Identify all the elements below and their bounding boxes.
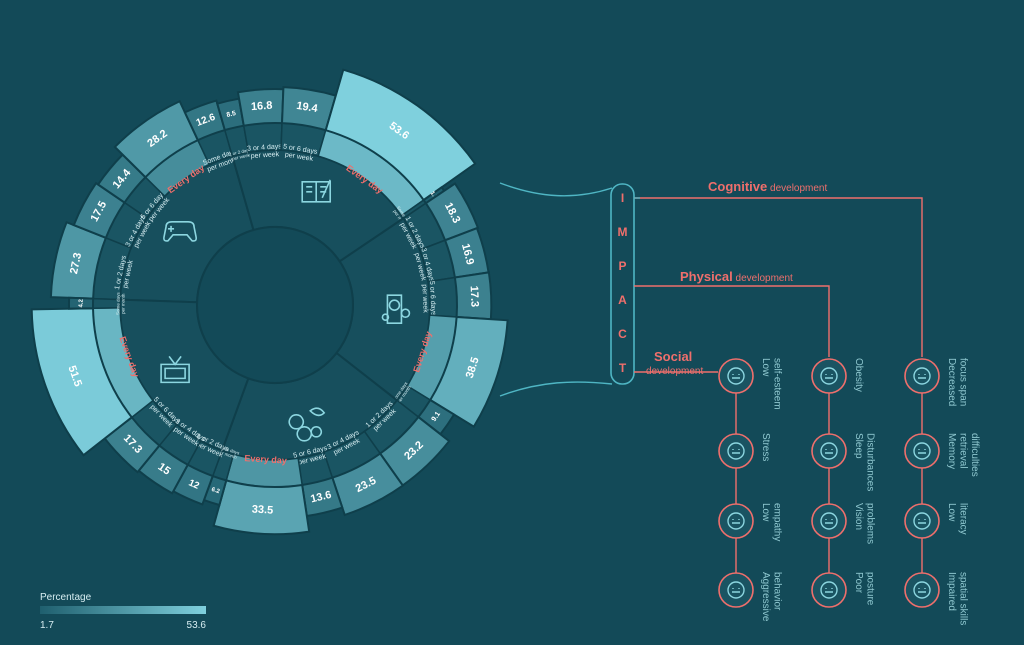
cognitive-label-2: Lowliteracy xyxy=(946,503,969,535)
legend-gradient-bar xyxy=(40,606,206,614)
branch-lines xyxy=(634,197,923,373)
memory-head-icon xyxy=(913,442,931,460)
physical-label-1: SleepDisturbances xyxy=(853,433,876,491)
center-hole xyxy=(196,226,354,384)
reading-person-icon xyxy=(913,512,931,530)
physical-node-2 xyxy=(811,503,847,539)
value-label-television-0: 12 xyxy=(187,477,201,491)
value-label-television-1: 15 xyxy=(156,461,173,478)
impact-letter-2: P xyxy=(618,259,626,273)
cognitive-branch-label: Cognitive development xyxy=(708,179,827,194)
value-label-sports-2: 13.6 xyxy=(309,489,332,506)
upper-connector xyxy=(499,182,613,197)
cognitive-label-3: Impairedspatial skills xyxy=(946,572,969,625)
segment-label-social-media-2: 5 or 6 daysper week xyxy=(420,281,436,317)
physical-label-2: Visionproblems xyxy=(853,503,876,544)
cognitive-node-1 xyxy=(904,433,940,469)
physical-branch-line xyxy=(634,285,830,357)
value-arc-reading-3 xyxy=(324,68,477,202)
value-label-social-media-2: 17.3 xyxy=(468,285,481,307)
physical-label-3: Poorposture xyxy=(853,572,876,606)
social-label-1: Stress xyxy=(760,433,771,461)
spatial-map-icon xyxy=(913,581,931,599)
crossed-eye-icon xyxy=(820,512,838,530)
segment-label-reading-1: 3 or 4 daysper week xyxy=(247,143,283,160)
social-node-0 xyxy=(718,358,754,394)
physical-branch-label: Physical development xyxy=(680,269,793,284)
tv-icon xyxy=(160,355,190,384)
lower-connector xyxy=(499,381,613,397)
social-node-1 xyxy=(718,433,754,469)
legend-min-label: 1.7 xyxy=(40,620,54,631)
neutral-face-icon xyxy=(727,512,745,530)
posture-icon xyxy=(820,581,838,599)
cognitive-branch-bold: Cognitive xyxy=(708,179,767,194)
percentage-legend: Percentage 1.7 53.6 xyxy=(40,592,206,631)
value-label-reading-0: 8.5 xyxy=(226,110,237,119)
angry-face-icon xyxy=(727,581,745,599)
gamepad-icon xyxy=(163,221,198,242)
cognitive-node-2 xyxy=(904,503,940,539)
segment-label-sports-4: Some daysper month xyxy=(216,444,241,461)
social-node-2 xyxy=(718,503,754,539)
social-label-0: Lowself-esteem xyxy=(760,358,783,410)
cognitive-branch-rest: development xyxy=(767,183,827,194)
value-label-reading-2: 19.4 xyxy=(295,100,319,115)
legend-max-label: 53.6 xyxy=(187,620,207,631)
value-arc-television-3 xyxy=(30,307,134,457)
value-label-sports-3: 33.5 xyxy=(251,503,273,516)
value-label-social-media-1: 16.9 xyxy=(459,242,476,266)
cognitive-label-1: Memoryretrievaldifficulties xyxy=(946,433,980,477)
impact-letter-1: M xyxy=(618,225,628,239)
value-label-television-4: 4.2 xyxy=(79,298,85,307)
impact-columns: Lowself-esteemStressLowempathyAggressive… xyxy=(718,358,980,625)
sports-balls-icon xyxy=(288,407,326,442)
impact-connectors xyxy=(499,182,613,397)
segment-label-reading-0: 1 or 2 daysper week xyxy=(228,147,253,162)
physical-label-0: Obesity xyxy=(853,358,864,392)
book-icon xyxy=(301,179,332,203)
social-label-3: Aggressivebehavior xyxy=(760,572,783,622)
stressed-brain-icon xyxy=(727,442,745,460)
impact-pill: I M P A C T xyxy=(610,183,635,385)
thumbs-down-icon xyxy=(727,367,745,385)
impact-letter-4: C xyxy=(618,327,627,341)
value-label-reading-4: 1.7 xyxy=(429,191,439,202)
social-media-icon xyxy=(381,294,411,325)
physical-node-0 xyxy=(811,358,847,394)
no-sleep-icon xyxy=(820,442,838,460)
social-label-2: Lowempathy xyxy=(760,503,783,541)
value-label-gaming-0: 27.3 xyxy=(68,252,84,275)
cognitive-node-3 xyxy=(904,572,940,608)
impact-letters: I M P A C T xyxy=(618,191,628,375)
cognitive-node-0 xyxy=(904,358,940,394)
physical-node-1 xyxy=(811,433,847,469)
social-node-3 xyxy=(718,572,754,608)
focus-head-icon xyxy=(913,367,931,385)
physical-node-3 xyxy=(811,572,847,608)
value-label-sports-4: 6.2 xyxy=(210,487,220,495)
value-label-reading-1: 16.8 xyxy=(251,100,273,113)
value-arc-television-4 xyxy=(67,296,95,310)
cognitive-label-0: Decreasedfocus span xyxy=(946,358,969,406)
impact-letter-5: T xyxy=(619,361,627,375)
impact-letter-0: I xyxy=(621,191,624,205)
impact-pill-box xyxy=(610,183,635,385)
social-branch-rest: development xyxy=(646,366,703,377)
legend-title: Percentage xyxy=(40,592,92,603)
cognitive-branch-line xyxy=(634,197,923,357)
segment-label-sports-3: Every day xyxy=(244,453,287,466)
physical-branch-bold: Physical xyxy=(680,269,733,284)
segment-label-television-4: Some daysper month xyxy=(116,292,126,315)
impact-letter-3: A xyxy=(618,293,627,307)
obesity-icon xyxy=(820,367,838,385)
social-branch-bold: Social xyxy=(654,349,692,364)
physical-branch-rest: development xyxy=(733,273,793,284)
